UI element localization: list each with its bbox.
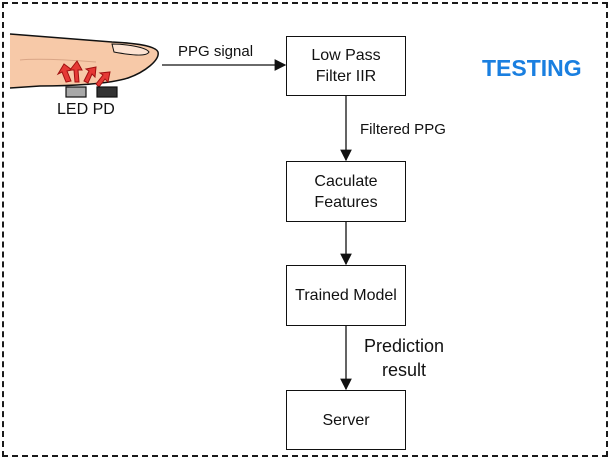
light-ray-icon xyxy=(56,60,111,88)
trained-model-node: Trained Model xyxy=(286,265,406,326)
server-node: Server xyxy=(286,390,406,450)
prediction-result-label: Prediction result xyxy=(363,336,445,380)
low-pass-filter-node: Low Pass Filter IIR xyxy=(286,36,406,96)
finger-icon xyxy=(9,33,159,89)
filtered-ppg-label: Filtered PPG xyxy=(360,121,446,138)
testing-frame xyxy=(2,2,608,457)
led-icon xyxy=(65,86,87,98)
testing-title: TESTING xyxy=(482,55,582,81)
led-pd-label: LED PD xyxy=(57,101,115,118)
ppg-signal-label: PPG signal xyxy=(178,43,254,60)
calculate-features-node: Caculate Features xyxy=(286,161,406,222)
photodiode-icon xyxy=(96,86,118,98)
